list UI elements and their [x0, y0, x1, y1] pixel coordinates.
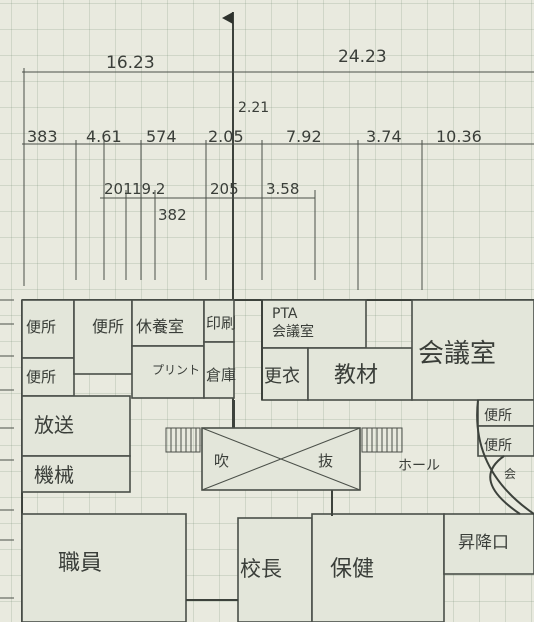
plan-walls [21, 299, 534, 622]
dim-row2: 205 [210, 180, 239, 198]
dim-row2: 19.2 [132, 180, 165, 198]
print-room [131, 345, 205, 399]
principal-room [237, 517, 313, 622]
toilet-label: 便所 [26, 368, 56, 386]
rest-room-label: 休養室 [136, 317, 184, 336]
meeting-room-label: 会議室 [418, 339, 496, 369]
toilet-label: 便所 [484, 438, 512, 454]
printing-label: 印刷 [206, 314, 236, 332]
dim-row1: 7.92 [286, 127, 322, 146]
dimension-lines [0, 68, 534, 599]
toilet-label: 便所 [26, 318, 56, 336]
staff-room [21, 513, 187, 622]
broadcast-room [21, 395, 131, 457]
machinery-label: 機械 [34, 463, 74, 487]
staff-room-label: 職員 [58, 551, 102, 576]
toilet-room [21, 357, 75, 397]
atrium-label-right: 抜 [318, 452, 333, 470]
print-label: プリント [152, 363, 200, 377]
atrium-label-left: 吹 [214, 452, 229, 470]
small-meeting-label: 会 [504, 467, 516, 481]
storage-room [203, 341, 235, 399]
health-label: 保健 [330, 557, 374, 582]
toilet-room [73, 299, 133, 375]
dim-row2: 201 [104, 180, 133, 198]
toilet-label: 便所 [92, 317, 124, 336]
materials-label: 教材 [334, 363, 378, 388]
dim-row2: 3.58 [266, 180, 299, 198]
principal-label: 校長 [240, 557, 282, 581]
health-room [311, 513, 445, 622]
printing-room [203, 299, 235, 343]
toilet-room [477, 425, 534, 457]
dim-top-right: 24.23 [338, 47, 387, 67]
dim-row1: 383 [27, 127, 58, 146]
dim-row1: 574 [146, 127, 177, 146]
atrium [201, 427, 361, 491]
pta-room [261, 299, 367, 349]
dim-row3: 382 [158, 206, 187, 224]
dim-row1: 2.05 [208, 127, 244, 146]
meeting-room [411, 299, 534, 401]
broadcast-label: 放送 [34, 413, 74, 437]
rest-room [131, 299, 205, 347]
toilet-label: 便所 [484, 408, 512, 424]
stairs-left [165, 427, 201, 453]
dim-mid: 2.21 [238, 100, 269, 116]
entrance [443, 513, 534, 575]
dim-row1: 4.61 [86, 127, 122, 146]
changing-label: 更衣 [264, 366, 300, 387]
dim-row1: 3.74 [366, 127, 402, 146]
hall-label: ホール [398, 458, 440, 474]
stairs-right [361, 427, 403, 453]
dim-top-left: 16.23 [106, 53, 155, 73]
storage-label: 倉庫 [206, 366, 236, 384]
dim-row1: 10.36 [436, 127, 482, 146]
machinery-room [21, 455, 131, 493]
materials-room [307, 347, 413, 401]
entrance-label: 昇降口 [458, 533, 509, 553]
